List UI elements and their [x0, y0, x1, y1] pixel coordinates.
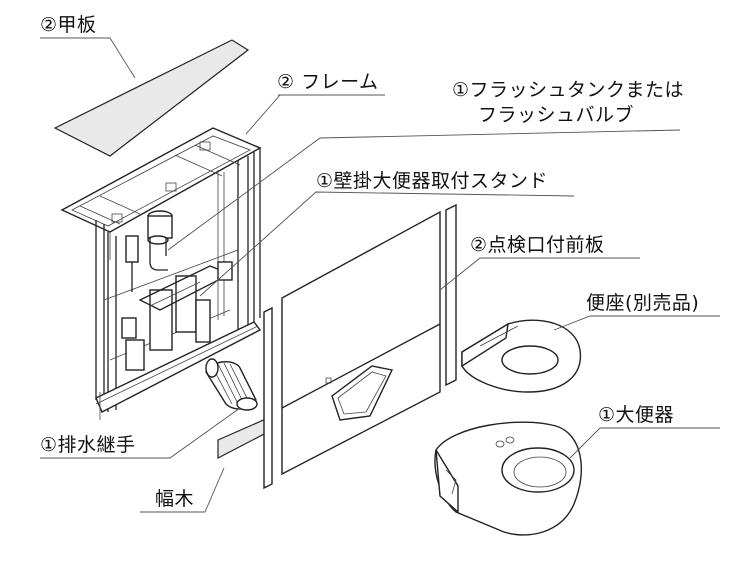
- label-drain-joint: ①排水継手: [40, 434, 136, 456]
- flush-valve-part: [125, 129, 681, 292]
- toilet-bowl-part: [434, 421, 720, 536]
- front-panel-part: [263, 203, 640, 490]
- label-front-panel: ②点検口付前板: [470, 234, 605, 256]
- toilet-seat-part: [461, 315, 720, 393]
- label-toilet-seat: 便座(別売品): [586, 292, 700, 314]
- label-top-board: ②甲板: [40, 14, 97, 36]
- wall-stand-part: [121, 191, 575, 371]
- label-baseboard: 幅木: [155, 488, 195, 510]
- frame-part: [60, 94, 281, 420]
- label-toilet-bowl: ①大便器: [598, 404, 675, 426]
- top-board-part: [53, 37, 250, 157]
- label-flush-tank-line2: フラッシュバルブ: [478, 104, 635, 126]
- label-flush-tank-line1: ①フラッシュタンクまたは: [452, 79, 685, 101]
- label-wall-stand: ①壁掛大便器取付スタンド: [316, 170, 549, 192]
- label-frame: ② フレーム: [277, 71, 379, 93]
- drain-joint-part: [40, 358, 258, 459]
